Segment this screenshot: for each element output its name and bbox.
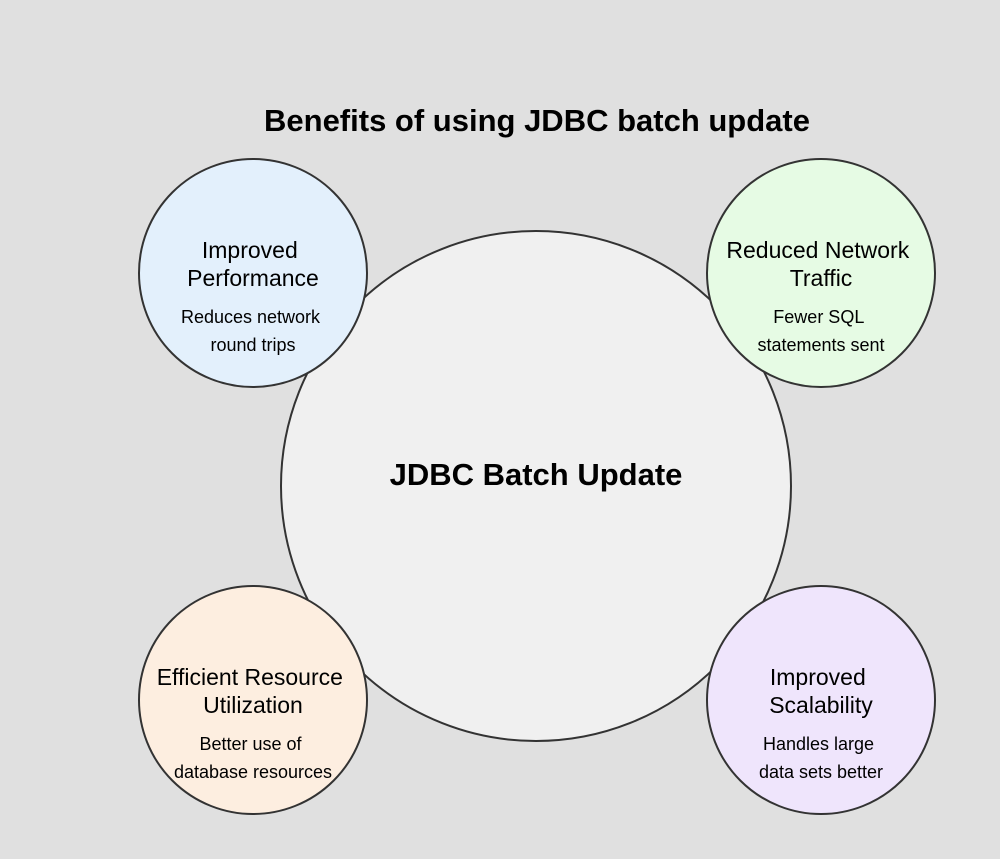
benefit-title-line: Performance <box>187 265 319 291</box>
svg-text:Handles large data sets: Handles large data sets better <box>759 734 883 782</box>
svg-text:Efficient Resource Utili: Efficient Resource Utilization <box>157 664 350 718</box>
benefit-desc-line: Reduces network <box>181 307 321 327</box>
benefit-title-line: Efficient Resource <box>157 664 343 690</box>
central-node-label: JDBC Batch Update <box>390 457 683 492</box>
benefit-desc-line: Better use of <box>199 734 302 754</box>
benefit-desc-line: round trips <box>210 335 295 355</box>
benefit-desc-line: data sets better <box>759 762 883 782</box>
benefit-node-circle <box>138 158 368 388</box>
svg-text:Reduced Network Traffic: Reduced Network Traffic <box>726 237 915 291</box>
benefit-desc-line: statements sent <box>757 335 884 355</box>
benefit-title-line: Improved <box>770 664 866 690</box>
benefit-node-scalability: Improved Scalability Handles large data … <box>706 585 936 815</box>
benefit-title-line: Reduced Network <box>726 237 909 263</box>
benefit-node-resource-utilization: Efficient Resource Utilization Better us… <box>138 585 368 815</box>
benefit-node-circle <box>138 585 368 815</box>
benefit-node-network-traffic: Reduced Network Traffic Fewer SQL statem… <box>706 158 936 388</box>
svg-text:Reduces network round tr: Reduces network round trips <box>181 307 325 355</box>
benefit-title-line: Utilization <box>203 692 303 718</box>
benefit-title-line: Improved <box>202 237 298 263</box>
svg-text:Improved Performance: Improved Performance <box>187 237 319 291</box>
benefit-node-performance: Improved Performance Reduces network rou… <box>138 158 368 388</box>
central-node: JDBC Batch Update <box>280 230 792 742</box>
benefit-node-circle <box>706 158 936 388</box>
svg-text:Improved Scalability: Improved Scalability <box>769 664 873 718</box>
diagram-title: Benefits of using JDBC batch update <box>264 103 810 138</box>
benefit-node-circle <box>706 585 936 815</box>
benefit-title-line: Traffic <box>790 265 853 291</box>
central-node-circle <box>280 230 792 742</box>
svg-text:Better use of database r: Better use of database resources <box>174 734 332 782</box>
svg-text:Fewer SQL statements sen: Fewer SQL statements sent <box>757 307 884 355</box>
benefit-desc-line: Fewer SQL <box>773 307 864 327</box>
benefit-title-line: Scalability <box>769 692 873 718</box>
benefit-desc-line: database resources <box>174 762 332 782</box>
benefit-desc-line: Handles large <box>763 734 874 754</box>
